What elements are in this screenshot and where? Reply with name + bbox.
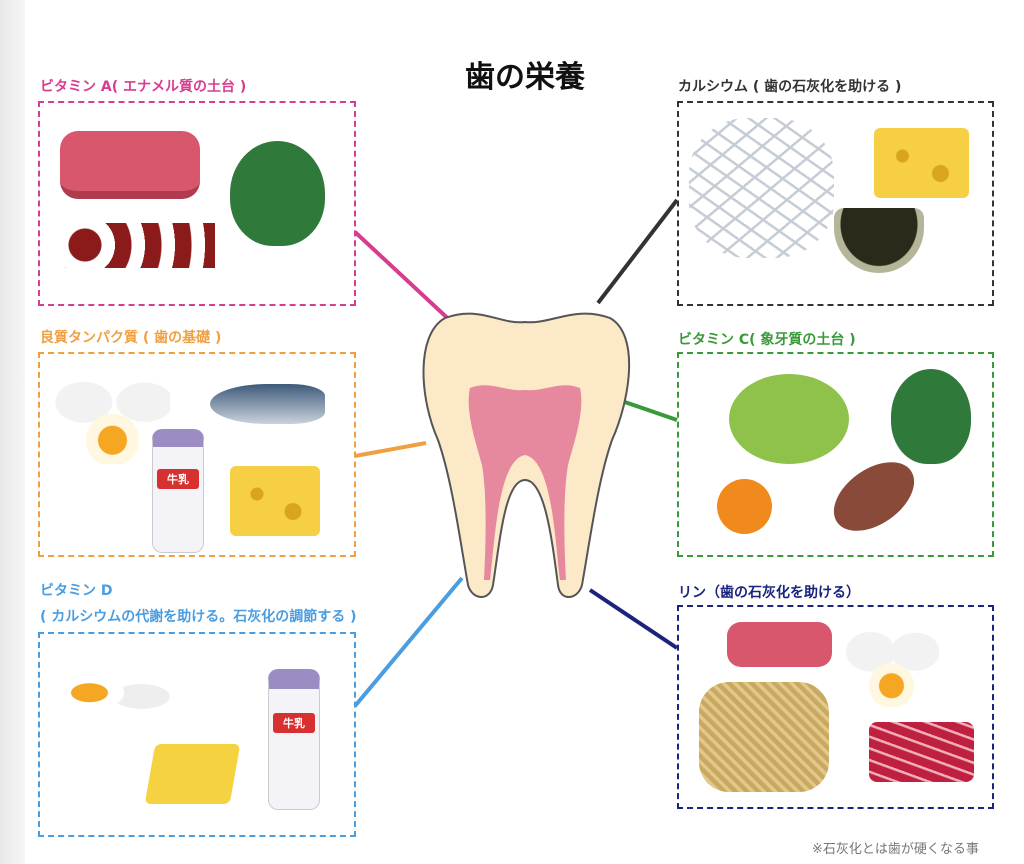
sweet-potato-icon [821,448,927,545]
meat-icon [60,131,200,199]
mandarin-icon [717,479,772,534]
label-vitamin-a: ビタミン A( エナメル質の土台 ) [40,79,247,95]
box-protein: 牛乳 [38,352,356,557]
connector-calcium [596,198,679,305]
connector-phosphorus [588,588,679,650]
box-calcium [677,101,994,306]
connector-vitamin-d [353,576,464,708]
box-phosphorus [677,605,994,809]
connector-vitamin-a [353,230,458,328]
egg-icon [844,622,939,707]
page-title: 歯の栄養 [465,60,585,95]
butter-icon [144,744,241,804]
connector-protein [354,441,427,458]
cheese-icon [874,128,969,198]
tooth-illustration [422,312,631,598]
box-vitamin-a [38,101,356,306]
cheese-icon [230,466,320,536]
fish-icon [210,384,325,424]
egg-icon [55,659,170,734]
natto-icon [699,682,829,792]
milk-label: 牛乳 [273,713,315,733]
milk-bottle-icon: 牛乳 [152,429,204,553]
spinach-icon [891,369,971,464]
dried-sardines-icon [689,118,834,258]
milk-label: 牛乳 [157,469,199,489]
label-phosphorus: リン（歯の石灰化を助ける） [678,585,860,601]
spinach-icon [230,141,325,246]
label-calcium: カルシウム ( 歯の石灰化を助ける ) [678,79,902,95]
egg-icon [55,369,170,464]
cabbage-icon [729,374,849,464]
label-vitamin-d-desc: ( カルシウムの代謝を助ける。石灰化の調節する ) [40,609,357,625]
beef-icon [869,722,974,782]
label-protein: 良質タンパク質 ( 歯の基礎 ) [40,330,222,346]
left-edge-strip [0,0,25,864]
footnote: ※石灰化とは歯が硬くなる事 [812,842,979,857]
box-vitamin-c [677,352,994,557]
milk-bottle-icon: 牛乳 [268,669,320,810]
label-vitamin-c: ビタミン C( 象牙質の土台 ) [678,332,856,348]
hijiki-bowl-icon [834,208,924,273]
label-vitamin-d-title: ビタミン D [40,583,113,599]
meat-icon [727,622,832,667]
box-vitamin-d: 牛乳 [38,632,356,837]
yakitori-icon [65,223,215,268]
